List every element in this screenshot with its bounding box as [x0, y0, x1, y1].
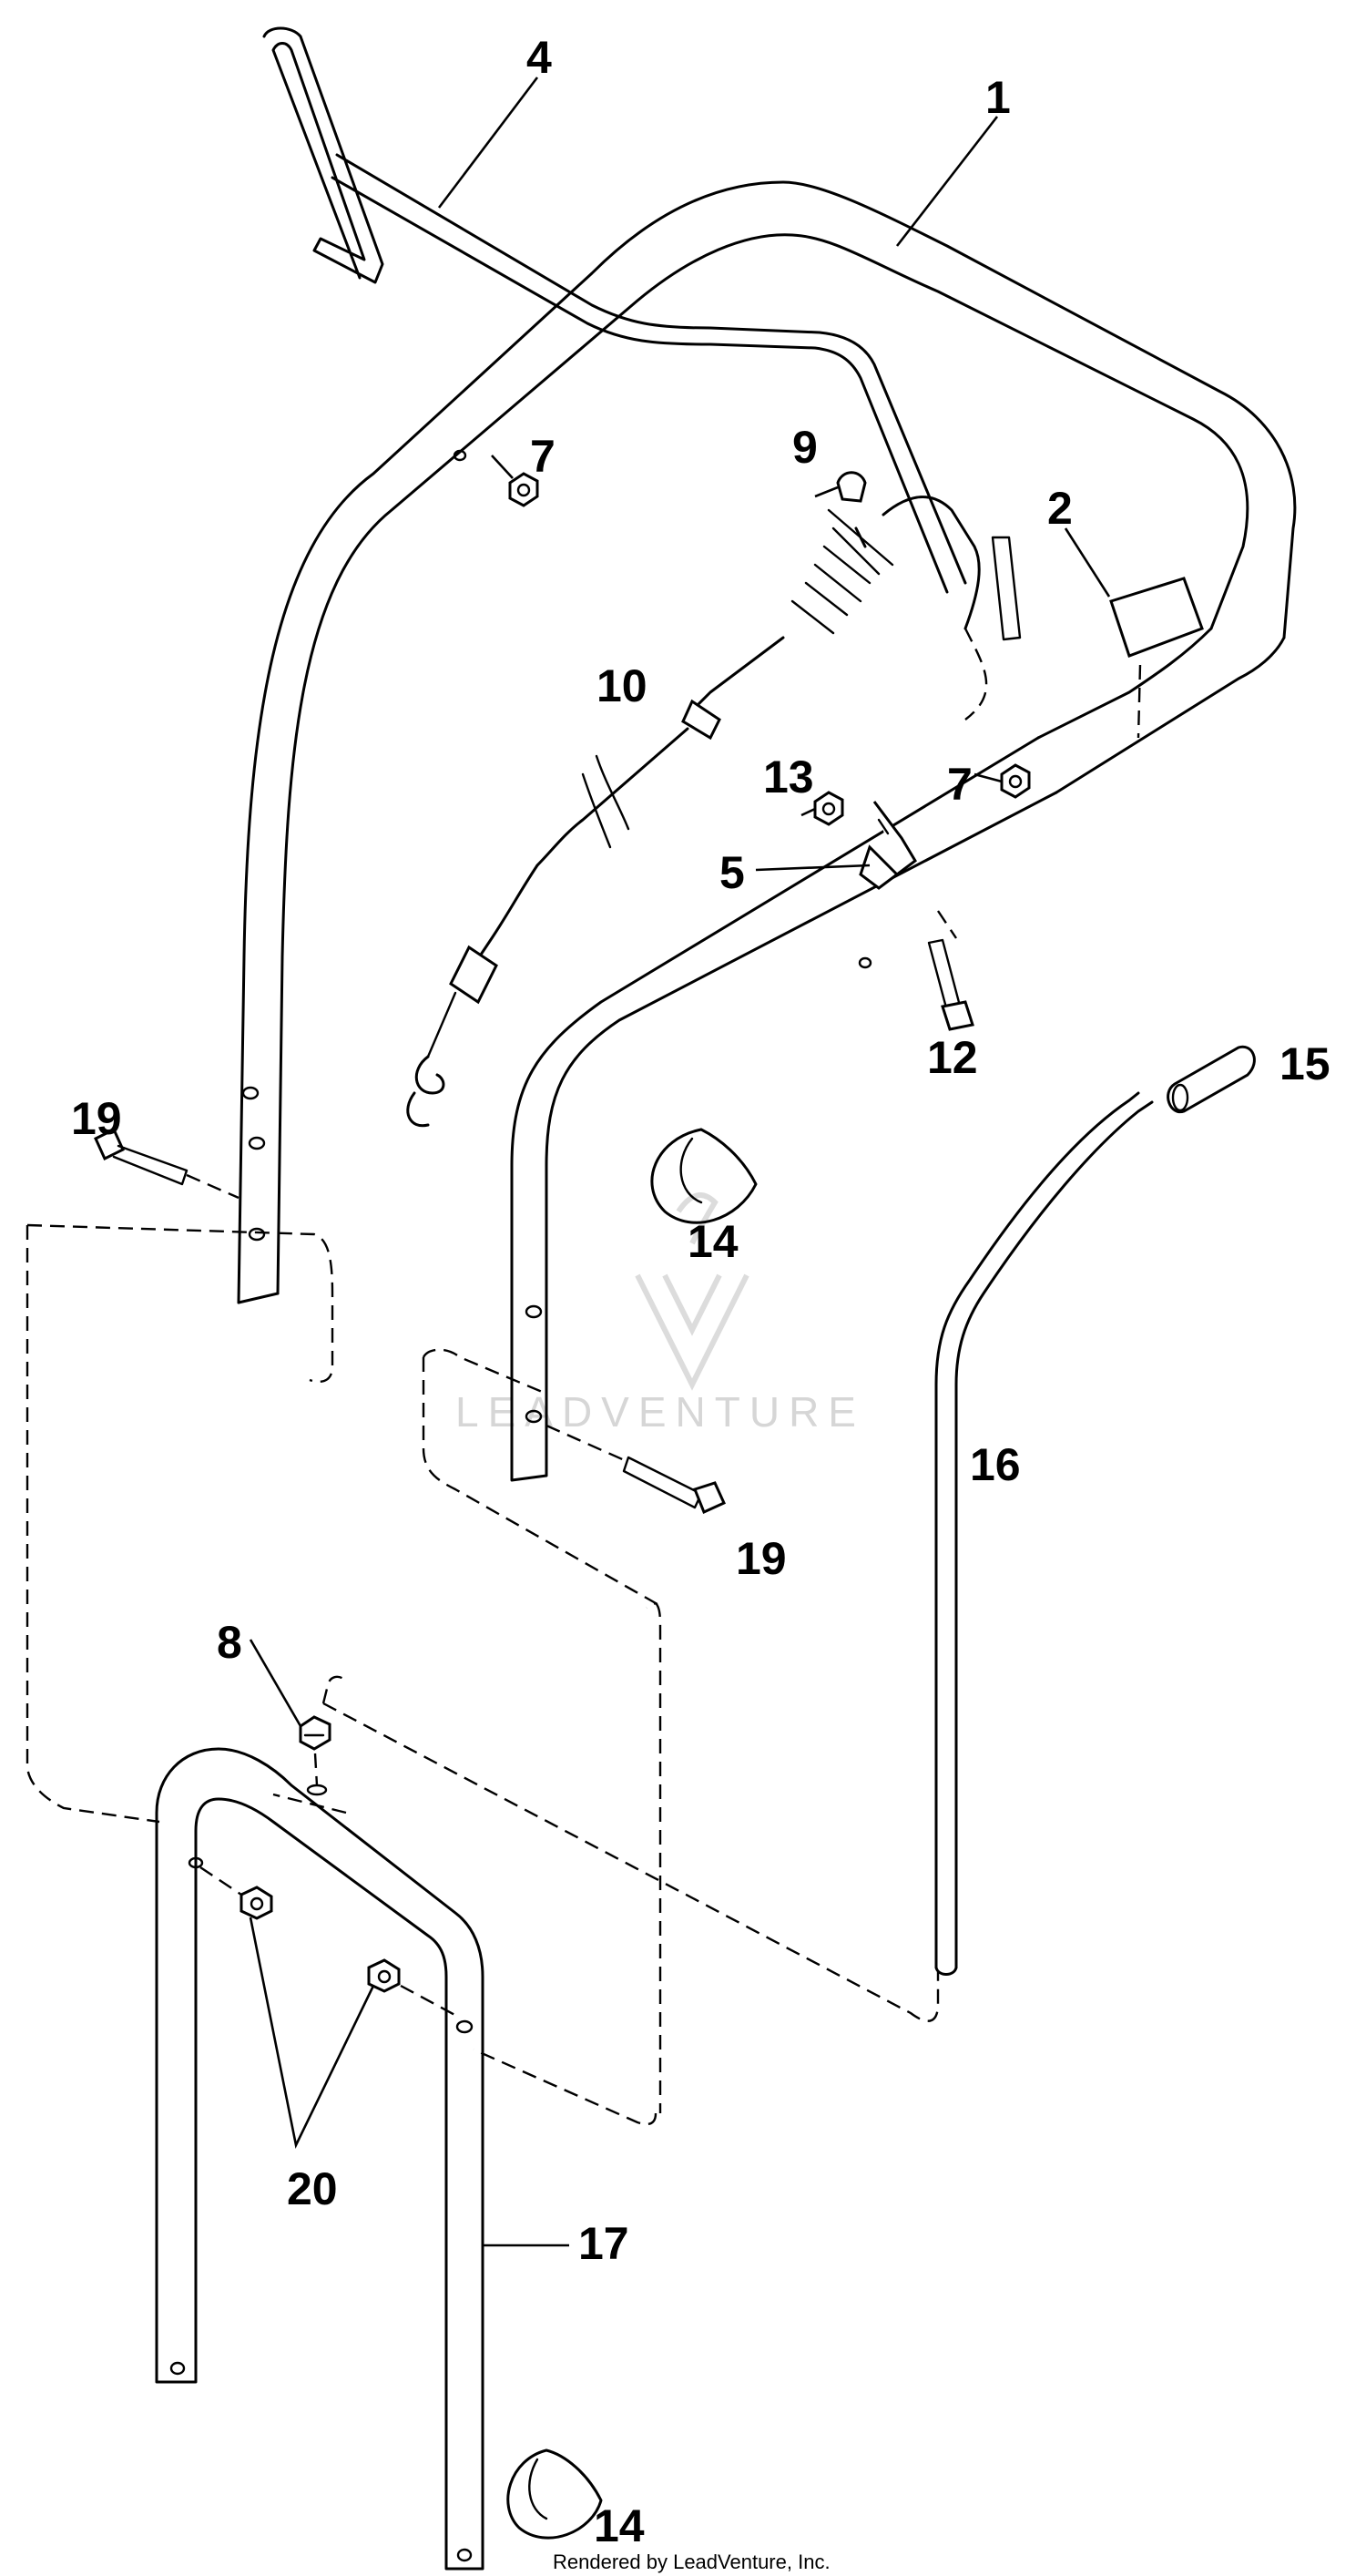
hairpin-clip-lower — [506, 2448, 603, 2540]
shield-outline — [25, 1223, 940, 2126]
callout-2: 2 — [1047, 483, 1073, 534]
callout-17: 17 — [578, 2218, 629, 2269]
watermark: LEADVENTURE — [455, 1192, 865, 1436]
nut-7-right — [1000, 763, 1031, 799]
callout-16: 16 — [970, 1439, 1021, 1490]
bolt-12 — [927, 938, 974, 1031]
watermark-logo — [635, 1192, 749, 1391]
callout-8: 8 — [217, 1617, 242, 1668]
leader-lines — [249, 77, 1111, 2247]
callout-13: 13 — [763, 751, 814, 802]
bolt-19-left — [94, 1127, 240, 1200]
callout-9: 9 — [792, 422, 818, 473]
callout-10: 10 — [596, 660, 647, 711]
cable-bracket — [859, 801, 917, 890]
callout-7-left: 7 — [530, 431, 556, 482]
bolt-19-right — [545, 1424, 726, 1515]
control-cable — [406, 496, 1022, 1128]
handle-rod — [934, 1091, 1154, 1976]
callout-12: 12 — [927, 1032, 978, 1083]
lower-handle — [155, 1747, 484, 2571]
watermark-text: LEADVENTURE — [455, 1388, 865, 1436]
handle-grip — [1167, 1045, 1256, 1114]
callout-7-right: 7 — [947, 759, 973, 810]
nut-20-left — [199, 1866, 273, 1920]
decal — [1109, 577, 1204, 739]
callout-14-lower: 14 — [594, 2500, 645, 2551]
hairpin-clip-upper — [650, 1128, 758, 1224]
cable-clip — [836, 471, 867, 503]
callout-20: 20 — [287, 2163, 338, 2214]
callout-14-upper: 14 — [688, 1216, 739, 1267]
nut-20-right — [367, 1958, 461, 2019]
control-bail — [262, 26, 967, 594]
callout-labels: 1 2 4 5 7 7 8 9 10 12 13 14 14 15 16 17 … — [71, 32, 1330, 2551]
callout-19-left: 19 — [71, 1093, 122, 1144]
upper-handle — [237, 180, 1297, 1482]
nut-7-left — [508, 472, 539, 507]
nut-13 — [813, 791, 844, 826]
callout-19-right: 19 — [736, 1533, 787, 1584]
footer-credit: Rendered by LeadVenture, Inc. — [553, 2550, 831, 2573]
callout-4: 4 — [526, 32, 552, 83]
callout-5: 5 — [719, 847, 745, 898]
nut-8 — [299, 1715, 331, 1796]
callout-15: 15 — [1279, 1038, 1330, 1089]
callout-1: 1 — [985, 72, 1011, 123]
